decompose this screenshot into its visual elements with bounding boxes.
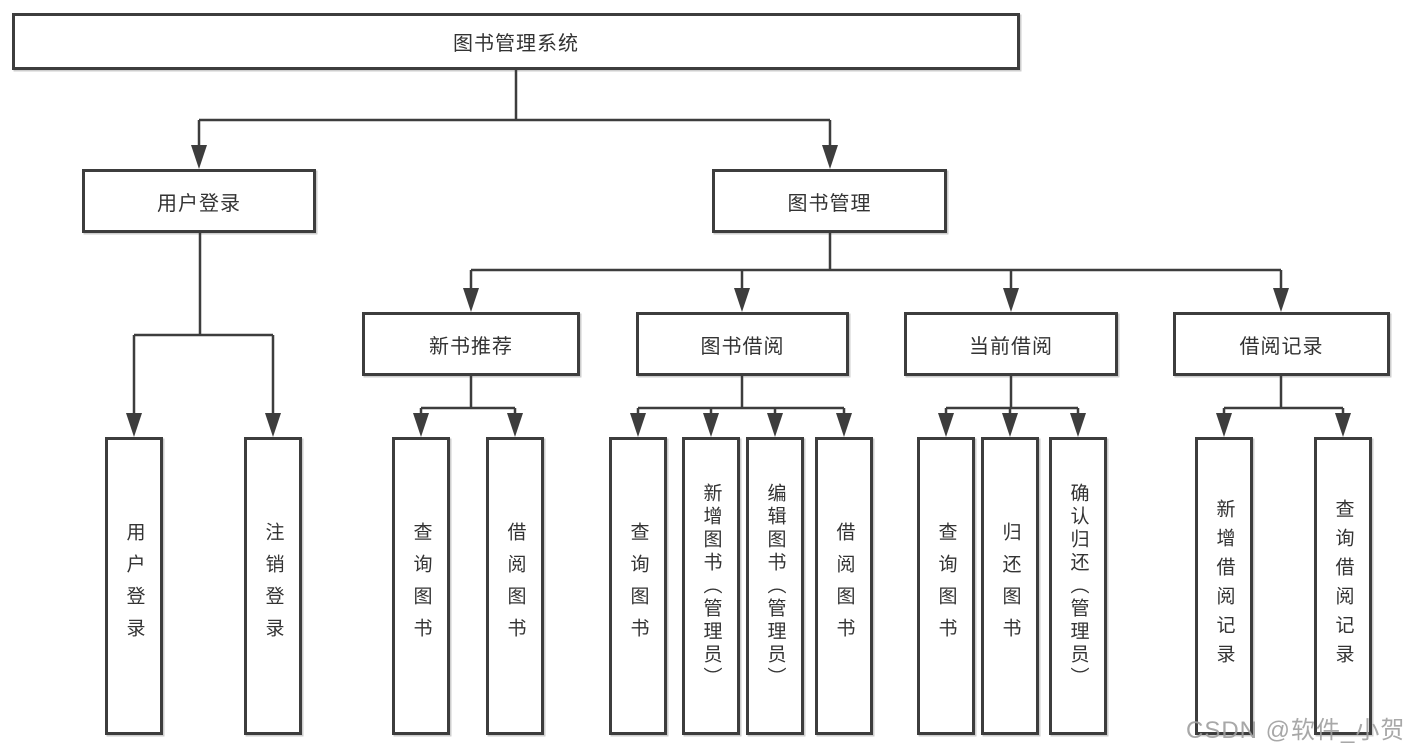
node-leaf-br-add-record: 新增借阅记录 bbox=[1195, 437, 1253, 735]
node-new-book-recommend: 新书推荐 bbox=[362, 312, 580, 376]
node-leaf-bb-query-books: 查询图书 bbox=[609, 437, 667, 735]
node-leaf-bb-edit-book-admin-label: 编辑图书（管理员） bbox=[764, 482, 786, 690]
node-current-borrow-label: 当前借阅 bbox=[969, 335, 1053, 358]
node-book-management: 图书管理 bbox=[712, 169, 947, 233]
node-leaf-logout: 注销登录 bbox=[244, 437, 302, 735]
node-borrow-records-label: 借阅记录 bbox=[1239, 335, 1324, 358]
node-borrow-records: 借阅记录 bbox=[1173, 312, 1390, 376]
watermark: CSDN @软件_小贺同学 bbox=[1186, 717, 1405, 744]
node-root: 图书管理系统 bbox=[12, 13, 1020, 70]
node-leaf-nbr-query-books: 查询图书 bbox=[392, 437, 450, 735]
node-book-management-label: 图书管理 bbox=[787, 192, 872, 215]
connector-root-to-level1 bbox=[191, 70, 838, 169]
node-leaf-bb-borrow-books: 借阅图书 bbox=[815, 437, 873, 735]
connector-book-management-to-sections bbox=[463, 233, 1289, 312]
node-leaf-cb-confirm-return-admin: 确认归还（管理员） bbox=[1049, 437, 1107, 735]
connector-new-book-recommend-to-leaves bbox=[413, 376, 523, 437]
node-leaf-nbr-query-books-label: 查询图书 bbox=[410, 522, 432, 650]
node-leaf-bb-edit-book-admin: 编辑图书（管理员） bbox=[746, 437, 804, 735]
node-leaf-cb-confirm-return-admin-label: 确认归还（管理员） bbox=[1067, 482, 1089, 690]
node-leaf-cb-query-books: 查询图书 bbox=[917, 437, 975, 735]
connector-borrow-records-to-leaves bbox=[1216, 376, 1351, 437]
node-leaf-cb-return-books: 归还图书 bbox=[981, 437, 1039, 735]
node-book-borrow-label: 图书借阅 bbox=[700, 335, 785, 358]
node-leaf-bb-borrow-books-label: 借阅图书 bbox=[833, 522, 855, 650]
node-current-borrow: 当前借阅 bbox=[904, 312, 1118, 376]
node-leaf-bb-add-book-admin: 新增图书（管理员） bbox=[682, 437, 740, 735]
node-leaf-br-query-record-label: 查询借阅记录 bbox=[1332, 499, 1354, 673]
connector-user-login-to-leaves bbox=[126, 233, 281, 437]
connector-current-borrow-to-leaves bbox=[938, 376, 1086, 437]
node-leaf-user-login-label: 用户登录 bbox=[123, 522, 145, 650]
node-leaf-user-login: 用户登录 bbox=[105, 437, 163, 735]
node-leaf-nbr-borrow-books-label: 借阅图书 bbox=[504, 522, 526, 650]
node-user-login: 用户登录 bbox=[82, 169, 316, 233]
node-leaf-bb-add-book-admin-label: 新增图书（管理员） bbox=[700, 482, 722, 690]
node-leaf-cb-query-books-label: 查询图书 bbox=[935, 522, 957, 650]
node-leaf-logout-label: 注销登录 bbox=[262, 522, 284, 650]
node-leaf-br-add-record-label: 新增借阅记录 bbox=[1213, 499, 1235, 673]
node-leaf-bb-query-books-label: 查询图书 bbox=[627, 522, 649, 650]
node-leaf-cb-return-books-label: 归还图书 bbox=[999, 522, 1021, 650]
node-leaf-nbr-borrow-books: 借阅图书 bbox=[486, 437, 544, 735]
node-book-borrow: 图书借阅 bbox=[636, 312, 849, 376]
node-user-login-label: 用户登录 bbox=[157, 192, 241, 215]
node-new-book-recommend-label: 新书推荐 bbox=[429, 335, 513, 358]
node-leaf-br-query-record: 查询借阅记录 bbox=[1314, 437, 1372, 735]
connector-book-borrow-to-leaves bbox=[630, 376, 852, 437]
node-root-label: 图书管理系统 bbox=[453, 33, 579, 55]
